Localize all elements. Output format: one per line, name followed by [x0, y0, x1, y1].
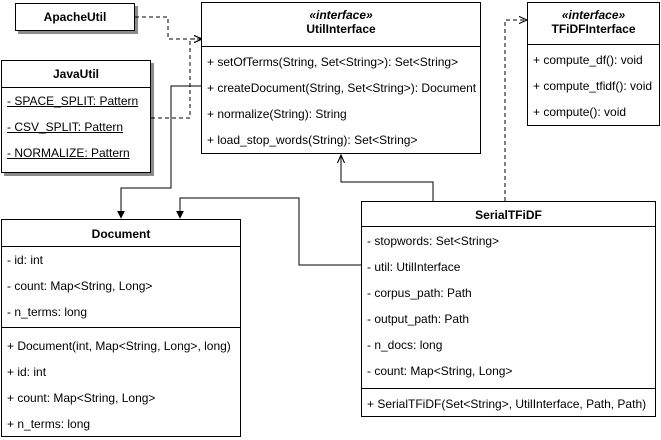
attribute-row: - NORMALIZE: Pattern — [7, 146, 130, 160]
attribute-row: - SPACE_SPLIT: Pattern — [7, 94, 139, 108]
attribute-row: - CSV_SPLIT: Pattern — [7, 120, 124, 134]
serialtfidf-tfidfinterface-realization-line — [504, 20, 527, 201]
interface-name: TFiDFInterface — [551, 22, 636, 36]
class-name: JavaUtil — [52, 67, 100, 81]
method-row: + createDocument(String, Set<String>): D… — [207, 81, 477, 95]
divider — [2, 327, 240, 328]
attribute-row: - n_terms: long — [7, 305, 88, 319]
divider — [362, 388, 655, 389]
method-row: + SerialTFiDF(Set<String>, UtilInterface… — [367, 397, 647, 411]
attribute-row: - id: int — [7, 253, 44, 267]
attribute-row: - n_docs: long — [367, 338, 443, 352]
divider — [202, 46, 480, 47]
divider — [362, 226, 655, 227]
attribute-row: - util: UtilInterface — [367, 260, 461, 274]
class-serialtfidf[interactable]: SerialTFiDF - stopwords: Set<String> - u… — [361, 201, 656, 417]
method-row: + id: int — [7, 365, 47, 379]
attribute-row: - stopwords: Set<String> — [367, 234, 500, 248]
attribute-row: - count: Map<String, Long> — [7, 279, 153, 293]
serialtfidf-document-line — [176, 197, 361, 266]
interface-tfidfinterface[interactable]: «interface» TFiDFInterface + compute_df(… — [527, 2, 660, 126]
divider — [2, 246, 240, 247]
method-row: + compute_tfidf(): void — [533, 79, 653, 93]
method-row: + n_terms: long — [7, 417, 91, 431]
attribute-row: - corpus_path: Path — [367, 286, 472, 300]
interface-utilinterface[interactable]: «interface» UtilInterface + setOfTerms(S… — [201, 2, 481, 154]
divider — [2, 87, 150, 88]
method-row: + load_stop_words(String): Set<String> — [207, 133, 418, 147]
method-row: + compute(): void — [533, 105, 627, 119]
class-name: Document — [91, 227, 151, 241]
utilinterface-document-dependency-line — [117, 85, 201, 219]
class-javautil[interactable]: JavaUtil - SPACE_SPLIT: Pattern - CSV_SP… — [1, 60, 151, 173]
javautil-realization-line — [151, 39, 202, 119]
method-row: + Document(int, Map<String, Long>, long) — [7, 339, 231, 353]
class-name: ApacheUtil — [43, 10, 107, 24]
interface-name: UtilInterface — [306, 22, 376, 36]
class-name: SerialTFiDF — [475, 208, 542, 222]
method-row: + compute_df(): void — [533, 53, 643, 67]
attribute-row: - count: Map<String, Long> — [367, 364, 513, 378]
attribute-row: - output_path: Path — [367, 312, 470, 326]
class-apacheutil[interactable]: ApacheUtil — [15, 3, 135, 31]
method-row: + count: Map<String, Long> — [7, 391, 156, 405]
divider — [528, 44, 659, 45]
stereotype-label: «interface» — [309, 8, 373, 22]
method-row: + normalize(String): String — [207, 107, 347, 121]
stereotype-label: «interface» — [561, 8, 626, 22]
class-document[interactable]: Document - id: int - count: Map<String, … — [1, 219, 241, 437]
apacheutil-realization-line — [135, 16, 202, 39]
serialtfidf-utilinterface-line — [341, 155, 434, 201]
method-row: + setOfTerms(String, Set<String>): Set<S… — [207, 55, 459, 69]
